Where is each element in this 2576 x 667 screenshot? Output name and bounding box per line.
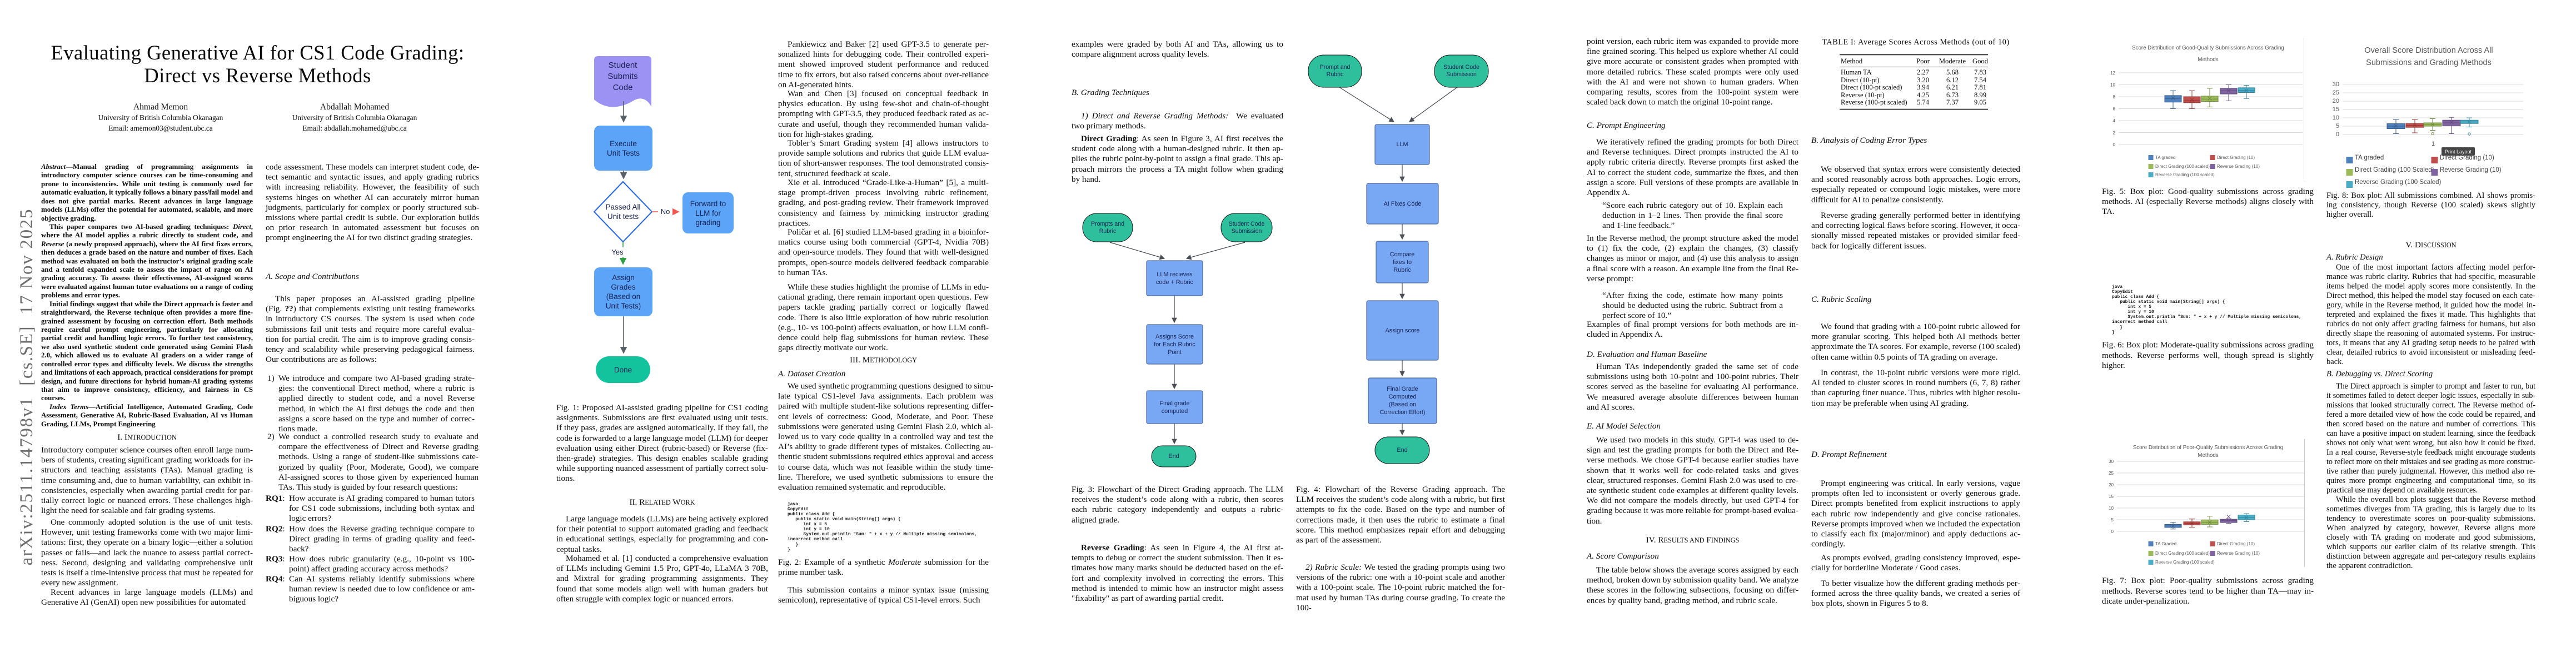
svg-text:Methods: Methods — [2198, 452, 2218, 459]
svg-text:5: 5 — [2336, 123, 2339, 130]
svg-text:Overall Score Distribution Acr: Overall Score Distribution Across All — [2364, 46, 2493, 55]
svg-text:0: 0 — [2336, 131, 2339, 138]
svg-text:15: 15 — [2333, 106, 2339, 113]
svg-text:TA graded: TA graded — [2355, 155, 2384, 161]
svg-text:Print Layout: Print Layout — [2445, 149, 2472, 155]
svg-text:Direct Grading (10): Direct Grading (10) — [2217, 541, 2255, 546]
svg-text:Methods: Methods — [2198, 57, 2218, 63]
svg-text:Reverse Grading (10): Reverse Grading (10) — [2217, 551, 2260, 556]
svg-text:Submissions and Grading Method: Submissions and Grading Methods — [2366, 58, 2492, 67]
svg-text:10: 10 — [2110, 82, 2115, 87]
svg-text:Reverse Grading (100 scaled): Reverse Grading (100 scaled) — [2155, 560, 2215, 565]
svg-text:Direct Grading (100 scaled): Direct Grading (100 scaled) — [2155, 551, 2210, 556]
svg-text:Reverse Grading (10): Reverse Grading (10) — [2217, 164, 2260, 169]
svg-text:0: 0 — [2111, 529, 2114, 534]
svg-text:Score Distribution of Good-Qua: Score Distribution of Good-Quality Submi… — [2132, 45, 2284, 51]
svg-text:Score Distribution of Poor-Qua: Score Distribution of Poor-Quality Submi… — [2133, 445, 2283, 451]
svg-text:1: 1 — [2431, 141, 2435, 147]
svg-text:12: 12 — [2110, 71, 2115, 76]
svg-text:8: 8 — [2113, 94, 2116, 99]
svg-text:25: 25 — [2109, 471, 2114, 476]
svg-text:TA Graded: TA Graded — [2155, 541, 2176, 546]
svg-text:Direct Grading (100 Scaled): Direct Grading (100 Scaled) — [2355, 167, 2434, 173]
svg-text:0: 0 — [2113, 142, 2116, 147]
svg-text:Reverse Grading (100 Scaled): Reverse Grading (100 Scaled) — [2355, 179, 2441, 186]
svg-text:30: 30 — [2333, 81, 2339, 88]
svg-text:Reverse Grading (100 scaled): Reverse Grading (100 scaled) — [2155, 172, 2215, 177]
svg-text:25: 25 — [2333, 89, 2339, 96]
svg-text:10: 10 — [2109, 506, 2114, 511]
svg-text:20: 20 — [2333, 98, 2339, 104]
svg-text:30: 30 — [2109, 459, 2114, 464]
svg-text:Direct Grading (10): Direct Grading (10) — [2440, 155, 2494, 161]
svg-text:Direct Grading (10): Direct Grading (10) — [2217, 155, 2255, 160]
svg-text:2: 2 — [2113, 130, 2116, 135]
svg-text:20: 20 — [2109, 482, 2114, 487]
svg-text:TA graded: TA graded — [2155, 155, 2175, 160]
svg-text:Reverse Grading (10): Reverse Grading (10) — [2440, 167, 2502, 173]
svg-text:4: 4 — [2113, 118, 2116, 123]
svg-text:5: 5 — [2111, 517, 2114, 522]
svg-text:Direct Grading (100 scaled): Direct Grading (100 scaled) — [2155, 164, 2210, 169]
svg-text:10: 10 — [2333, 115, 2339, 121]
svg-text:6: 6 — [2113, 106, 2116, 111]
svg-text:15: 15 — [2109, 494, 2114, 499]
